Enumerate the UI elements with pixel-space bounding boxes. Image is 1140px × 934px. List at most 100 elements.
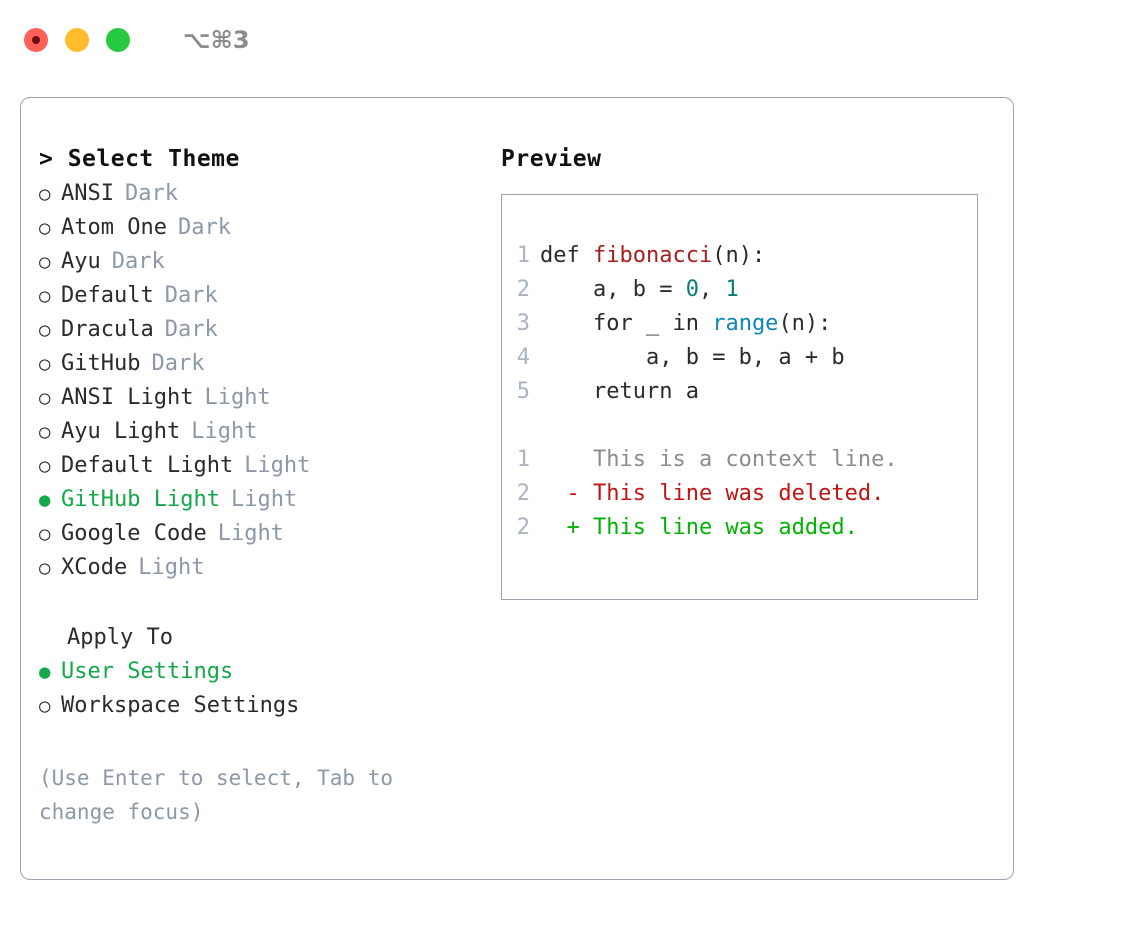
keyboard-shortcut-label: ⌥⌘3 — [183, 26, 250, 54]
diff-block: 1 This is a context line. 2 - This line w… — [502, 443, 977, 545]
theme-option-label: Ayu — [61, 249, 101, 274]
radio-unselected-icon: ○ — [39, 421, 51, 443]
code-line: 4 a, b = b, a + b — [502, 341, 977, 375]
apply-to-option[interactable]: ●User Settings — [39, 655, 501, 689]
theme-variant-badge: Light — [204, 385, 271, 410]
code-token: 1 — [725, 277, 739, 302]
line-number: 1 — [516, 243, 530, 268]
theme-option[interactable]: ○ Default Dark — [39, 279, 501, 313]
radio-unselected-icon: ○ — [39, 695, 51, 717]
line-number: 2 — [516, 481, 530, 506]
line-number: 4 — [516, 345, 530, 370]
code-line-content: return a — [540, 375, 699, 409]
diff-line: 2 + This line was added. — [502, 511, 977, 545]
theme-variant-badge: Light — [217, 521, 284, 546]
preview-title: Preview — [501, 146, 602, 172]
traffic-lights — [24, 28, 130, 52]
radio-unselected-icon: ○ — [39, 285, 51, 307]
code-token: return a — [592, 379, 699, 404]
radio-unselected-icon: ○ — [39, 251, 51, 273]
minimize-button[interactable] — [65, 28, 89, 52]
radio-unselected-icon: ○ — [39, 319, 51, 341]
code-token: , — [698, 277, 726, 302]
theme-option[interactable]: ○ Google Code Light — [39, 517, 501, 551]
theme-option-label: Dracula — [61, 317, 154, 342]
code-token: (n): — [778, 311, 832, 336]
theme-variant-badge: Dark — [151, 351, 205, 376]
title-bar: ⌥⌘3 — [0, 0, 1140, 80]
maximize-button[interactable] — [106, 28, 130, 52]
code-line-content: a, b = b, a + b — [540, 341, 845, 375]
keyboard-hint-text: (Use Enter to select, Tab to change focu… — [39, 766, 394, 824]
line-number: 5 — [516, 379, 530, 404]
code-token: fibonacci — [592, 243, 713, 268]
diff-marker: - — [540, 481, 593, 506]
code-line-content: for _ in range(n): — [540, 307, 831, 341]
theme-variant-badge: Dark — [177, 215, 231, 240]
theme-variant-badge: Light — [191, 419, 258, 444]
apply-to-option[interactable]: ○ Workspace Settings — [39, 689, 501, 723]
theme-option-label: Google Code — [61, 521, 207, 546]
code-line: 3 for _ in range(n): — [502, 307, 977, 341]
theme-option-label: GitHub Light — [61, 487, 220, 512]
radio-unselected-icon: ○ — [39, 557, 51, 579]
theme-option[interactable]: ○ ANSI Light Light — [39, 381, 501, 415]
code-token: (n): — [712, 243, 766, 268]
line-number: 3 — [516, 311, 530, 336]
radio-selected-icon: ● — [39, 489, 51, 511]
line-number: 2 — [516, 277, 530, 302]
diff-line-content: This is a context line. — [592, 447, 898, 472]
code-token: def — [540, 243, 593, 268]
theme-option-label: Default Light — [61, 453, 234, 478]
theme-option[interactable]: ○ GitHub Dark — [39, 347, 501, 381]
radio-unselected-icon: ○ — [39, 353, 51, 375]
diff-line: 2 - This line was deleted. — [502, 477, 977, 511]
code-line: 5 return a — [502, 375, 977, 409]
theme-option-label: GitHub — [61, 351, 141, 376]
apply-to-option-label: User Settings — [61, 659, 234, 684]
theme-variant-badge: Dark — [124, 181, 178, 206]
radio-unselected-icon: ○ — [39, 387, 51, 409]
theme-option-label: Ayu Light — [61, 419, 181, 444]
theme-option-label: Default — [61, 283, 154, 308]
theme-option-label: ANSI Light — [61, 385, 194, 410]
apply-to-option-label: Workspace Settings — [61, 693, 300, 718]
theme-option-label: ANSI — [61, 181, 114, 206]
code-token: range — [712, 311, 779, 336]
diff-marker: + — [540, 515, 593, 540]
line-number: 2 — [516, 515, 530, 540]
code-token: for _ in — [592, 311, 713, 336]
diff-line-content: This line was deleted. — [592, 481, 885, 506]
radio-unselected-icon: ○ — [39, 217, 51, 239]
theme-option[interactable]: ○ Ayu Light Light — [39, 415, 501, 449]
theme-variant-badge: Light — [138, 555, 205, 580]
select-theme-header: > Select Theme — [39, 146, 240, 172]
spacer — [502, 409, 977, 443]
theme-variant-badge: Dark — [164, 283, 218, 308]
apply-to-header: Apply To — [67, 625, 173, 650]
code-token: a, b = b, a + b — [645, 345, 845, 370]
close-button[interactable] — [24, 28, 48, 52]
line-number: 1 — [516, 447, 530, 472]
code-token: a, b = — [592, 277, 686, 302]
theme-variant-badge: Dark — [164, 317, 218, 342]
code-line: 1 def fibonacci(n): — [502, 239, 977, 273]
theme-option[interactable]: ○ Dracula Dark — [39, 313, 501, 347]
apply-to-list[interactable]: ●User Settings ○ Workspace Settings — [39, 655, 501, 723]
diff-line-content: This line was added. — [592, 515, 858, 540]
radio-unselected-icon: ○ — [39, 523, 51, 545]
